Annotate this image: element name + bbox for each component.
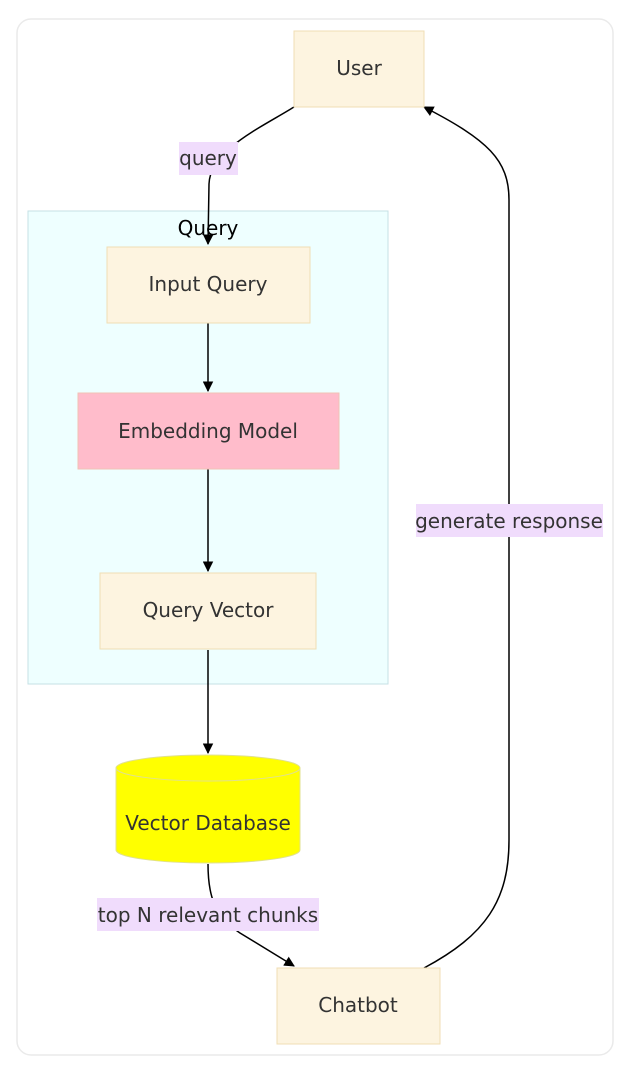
edge-label-top-chunks-text: top N relevant chunks	[98, 903, 318, 927]
edge-label-generate-response-bg	[416, 504, 603, 537]
node-query-vector-box	[99, 572, 317, 650]
database-cylinder-body	[115, 754, 301, 864]
edge-label-generate-response-text: generate response	[415, 509, 603, 533]
edge-label-query-bg	[179, 142, 238, 175]
node-input-query-box	[106, 246, 311, 324]
node-input-query: Input Query	[106, 246, 311, 324]
node-vector-database: Vector Database	[115, 754, 301, 864]
node-user: User	[293, 30, 425, 108]
node-query-vector: Query Vector	[99, 572, 317, 650]
edge-label-top-chunks-bg	[97, 898, 319, 931]
node-query-vector-label: Query Vector	[143, 598, 275, 622]
node-vector-database-label: Vector Database	[125, 811, 291, 835]
edge-label-generate-response: generate response	[415, 504, 603, 537]
edge-chatbot-to-user	[423, 106, 510, 969]
node-user-label: User	[336, 56, 382, 80]
node-embedding-model-box	[77, 392, 340, 470]
node-user-box	[293, 30, 425, 108]
node-chatbot-label: Chatbot	[318, 993, 398, 1017]
node-chatbot: Chatbot	[276, 967, 441, 1045]
edge-label-top-chunks: top N relevant chunks	[97, 898, 319, 931]
edge-label-query-text: query	[179, 146, 237, 170]
edge-label-query: query	[179, 142, 238, 175]
node-chatbot-box	[276, 967, 441, 1045]
node-embedding-model: Embedding Model	[77, 392, 340, 470]
database-cylinder-rim	[115, 767, 301, 782]
node-input-query-label: Input Query	[149, 272, 268, 296]
node-embedding-model-label: Embedding Model	[118, 419, 298, 443]
